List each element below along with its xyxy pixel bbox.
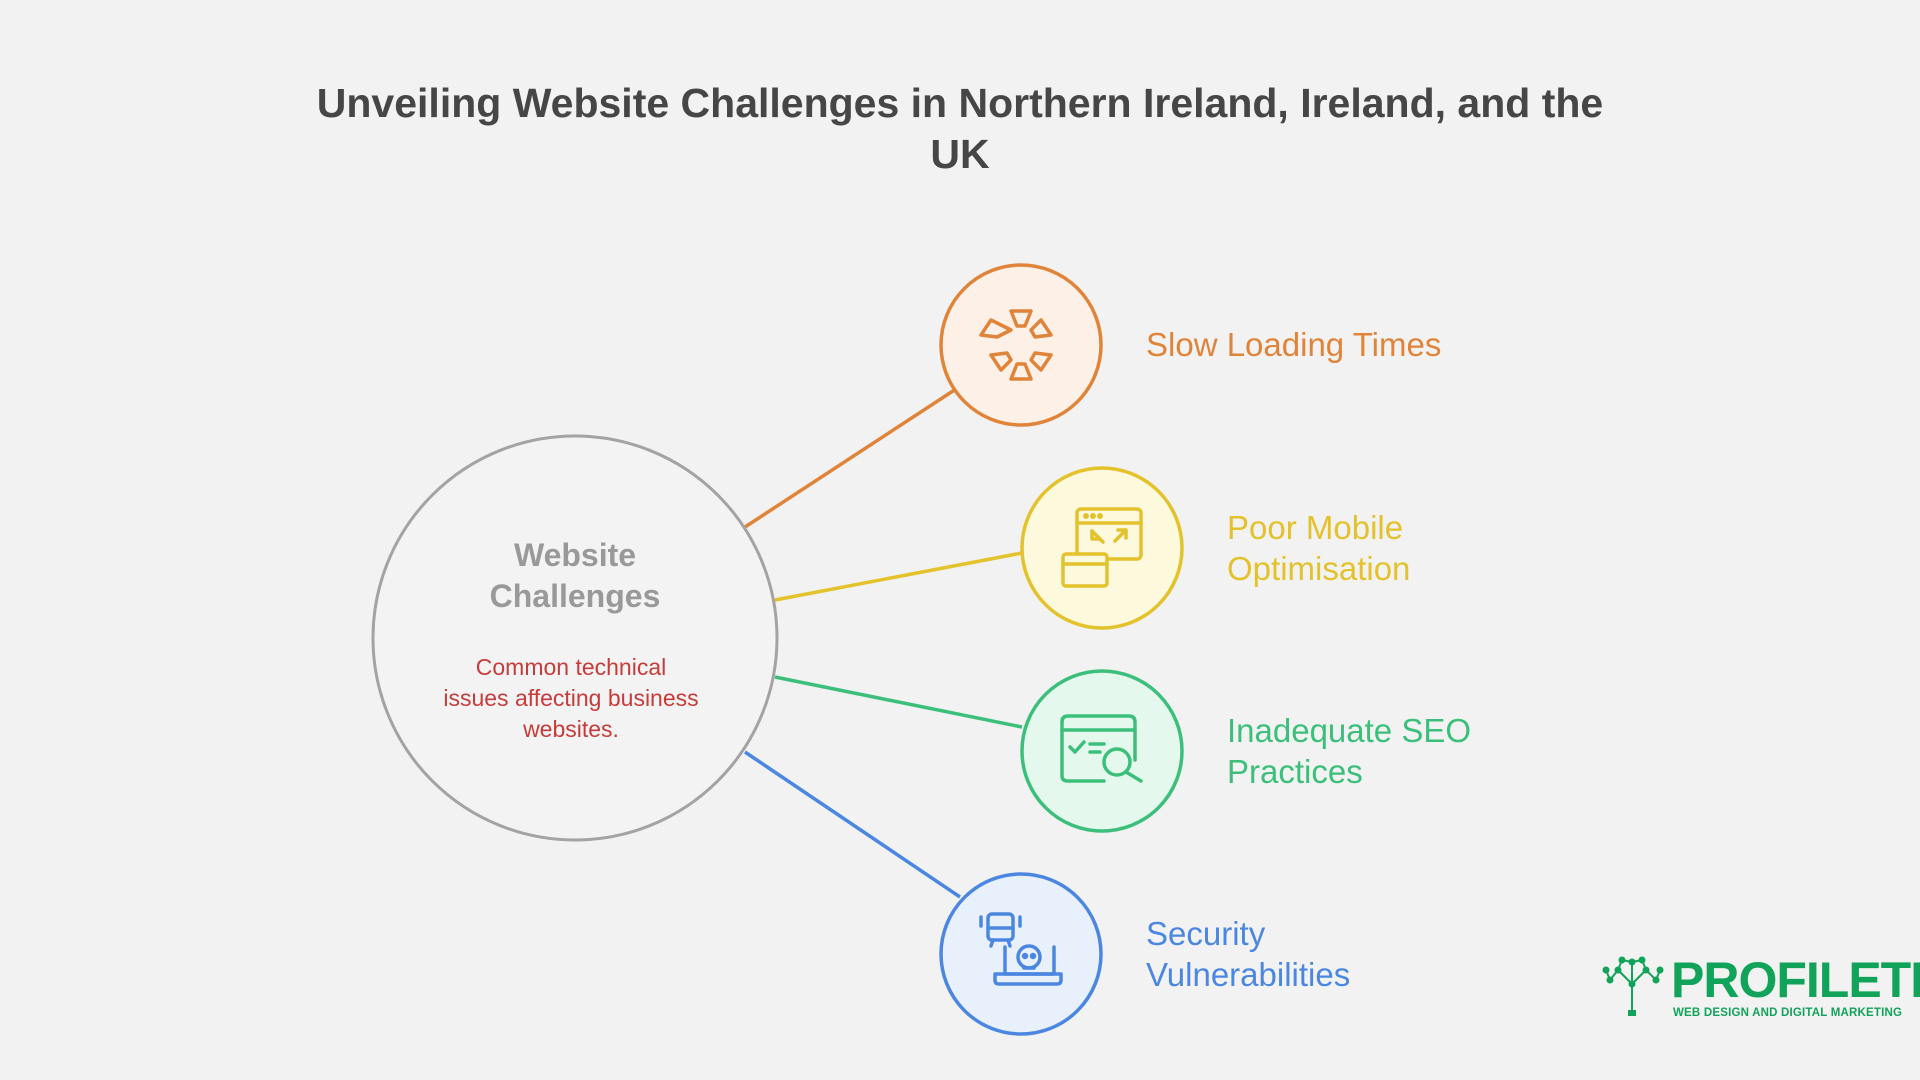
logo-tagline: WEB DESIGN AND DIGITAL MARKETING bbox=[1673, 1007, 1903, 1019]
profiletree-logo-icon bbox=[1602, 956, 1664, 1016]
seo-search-icon bbox=[1060, 714, 1143, 783]
profiletree-logo: PROFILETREE WEB DESIGN AND DIGITAL MARKE… bbox=[1605, 955, 1920, 1020]
hub-description: Common technical issues affecting busine… bbox=[443, 654, 699, 742]
label-seo-practices: Inadequate SEO Practices bbox=[1227, 712, 1472, 790]
security-threat-icon bbox=[979, 912, 1063, 986]
hub-circle bbox=[371, 434, 779, 842]
label-security: Security Vulnerabilities bbox=[1146, 915, 1351, 993]
loading-spinner-icon bbox=[979, 309, 1053, 381]
connector-slow-loading bbox=[744, 387, 957, 529]
hub-title: Website Challenges bbox=[489, 537, 661, 614]
seo-circle bbox=[1020, 669, 1184, 833]
security-circle bbox=[939, 872, 1103, 1036]
connector-seo bbox=[774, 675, 1023, 729]
page-title: Unveiling Website Challenges in Northern… bbox=[316, 80, 1604, 177]
connector-security bbox=[744, 750, 961, 899]
mobile-circle bbox=[1020, 466, 1184, 630]
responsive-windows-icon bbox=[1061, 507, 1143, 588]
logo-wordmark: PROFILETREE bbox=[1671, 952, 1920, 1008]
label-mobile-optimisation: Poor Mobile Optimisation bbox=[1227, 509, 1411, 587]
label-slow-loading: Slow Loading Times bbox=[1146, 326, 1442, 363]
slow-loading-circle bbox=[939, 263, 1103, 427]
connector-mobile bbox=[774, 551, 1023, 602]
